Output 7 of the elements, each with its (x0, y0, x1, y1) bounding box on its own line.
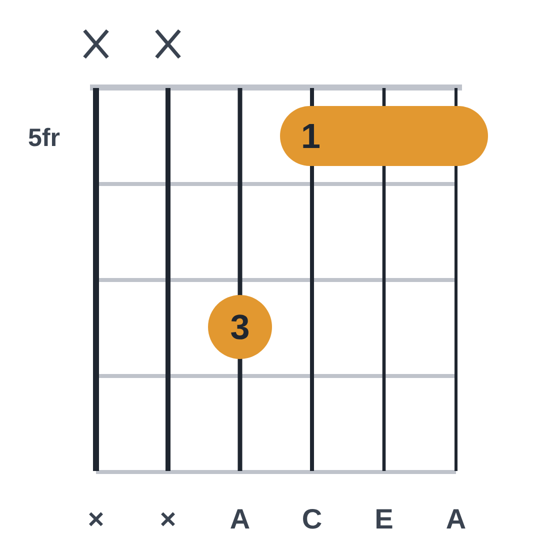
string-label: A (446, 509, 466, 528)
string-label: A (230, 509, 250, 528)
string-label: C (303, 508, 322, 529)
string-label: × (89, 512, 103, 526)
string-label: × (161, 512, 175, 526)
string-label: E (376, 509, 392, 528)
fret-number: 5fr (28, 128, 60, 146)
